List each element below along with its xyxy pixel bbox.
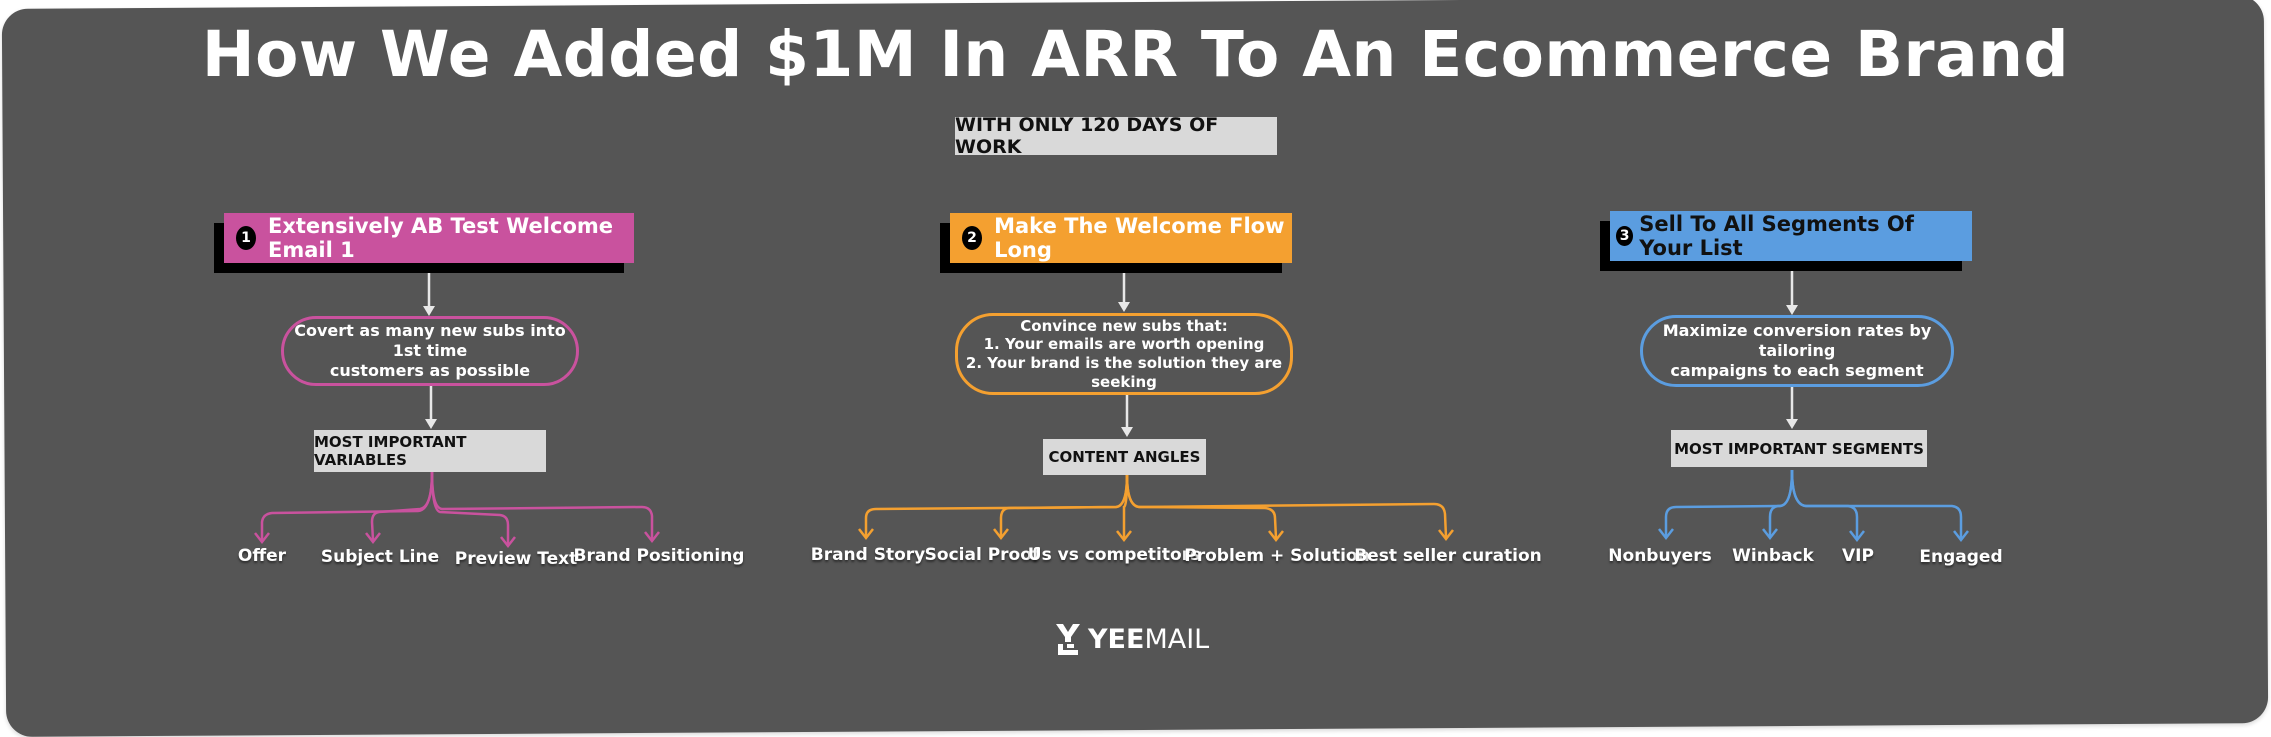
yeemail-logo-icon — [1056, 624, 1080, 655]
step-3-title: Sell To All Segments Of Your List — [1639, 212, 1914, 260]
subtitle-badge: WITH ONLY 120 DAYS OF WORK — [955, 114, 1277, 158]
step-number-badge: 1 — [236, 226, 256, 250]
arrowhead-step2-goal — [1118, 302, 1130, 312]
goal-2-line-1: Convince new subs that: — [1020, 316, 1228, 335]
leaf-best-seller-curation: Best seller curation — [1354, 546, 1542, 566]
leaf-subject-line: Subject Line — [320, 547, 440, 567]
goal-pill-3: Maximize conversion rates by tailoring c… — [1640, 315, 1954, 387]
arrowhead-goal2-tag — [1121, 427, 1133, 437]
leaf-preview-text: Preview Text — [454, 549, 578, 569]
page-title: How We Added $1M In ARR To An Ecommerce … — [201, 18, 2070, 91]
logo-word-bold: YEE — [1088, 623, 1145, 655]
leaf-brand-positioning: Brand Positioning — [573, 546, 745, 566]
leaf-vip: VIP — [1842, 546, 1874, 566]
step-2-title: Make The Welcome Flow Long — [994, 214, 1285, 262]
arrowhead-goal3-tag — [1786, 419, 1798, 429]
leaf-engaged: Engaged — [1919, 547, 2003, 567]
goal-1-line-1: Covert as many new subs into 1st time — [294, 321, 566, 360]
goal-2-line-3: 2. Your brand is the solution they are s… — [965, 354, 1283, 391]
step-2-heading: 2 Make The Welcome Flow Long — [950, 213, 1292, 263]
yeemail-logo: YEE MAIL — [1054, 622, 1209, 656]
step-3-heading: 3 Sell To All Segments Of Your List — [1610, 211, 1972, 261]
goal-pill-1: Covert as many new subs into 1st time cu… — [281, 316, 579, 386]
goal-2-line-2: 1. Your emails are worth opening — [983, 335, 1265, 354]
tag-most-important-segments: MOST IMPORTANT SEGMENTS — [1671, 430, 1927, 467]
leaf-us-vs-competitors: Us vs competitors — [1027, 545, 1201, 565]
arrowhead-step1-goal — [423, 306, 435, 316]
arrowhead-step3-goal — [1786, 305, 1798, 315]
goal-1-line-2: customers as possible — [329, 361, 531, 380]
tag-content-angles: CONTENT ANGLES — [1043, 439, 1206, 475]
branches-segments — [1658, 469, 1969, 543]
branches-variables — [254, 471, 660, 549]
tag-most-important-variables: MOST IMPORTANT VARIABLES — [314, 430, 546, 472]
leaf-winback: Winback — [1732, 546, 1814, 566]
step-1-heading: 1 Extensively AB Test Welcome Email 1 — [224, 213, 634, 263]
leaf-nonbuyers: Nonbuyers — [1608, 546, 1712, 566]
leaf-offer: Offer — [237, 546, 287, 566]
goal-pill-2: Convince new subs that: 1. Your emails a… — [955, 313, 1293, 395]
arrowhead-goal1-tag — [425, 419, 437, 429]
step-1-title: Extensively AB Test Welcome Email 1 — [268, 214, 614, 262]
logo-word-light: MAIL — [1144, 623, 1210, 655]
step-number-badge: 2 — [962, 226, 983, 250]
branches-content-angles — [858, 474, 1454, 543]
goal-3-line-2: campaigns to each segment — [1670, 361, 1924, 380]
step-number-badge: 3 — [1616, 226, 1634, 246]
leaf-problem-solution: Problem + Solution — [1184, 546, 1370, 566]
leaf-social-proof: Social Proof — [924, 545, 1040, 565]
leaf-brand-story: Brand Story — [810, 545, 926, 565]
goal-3-line-1: Maximize conversion rates by tailoring — [1662, 321, 1932, 360]
